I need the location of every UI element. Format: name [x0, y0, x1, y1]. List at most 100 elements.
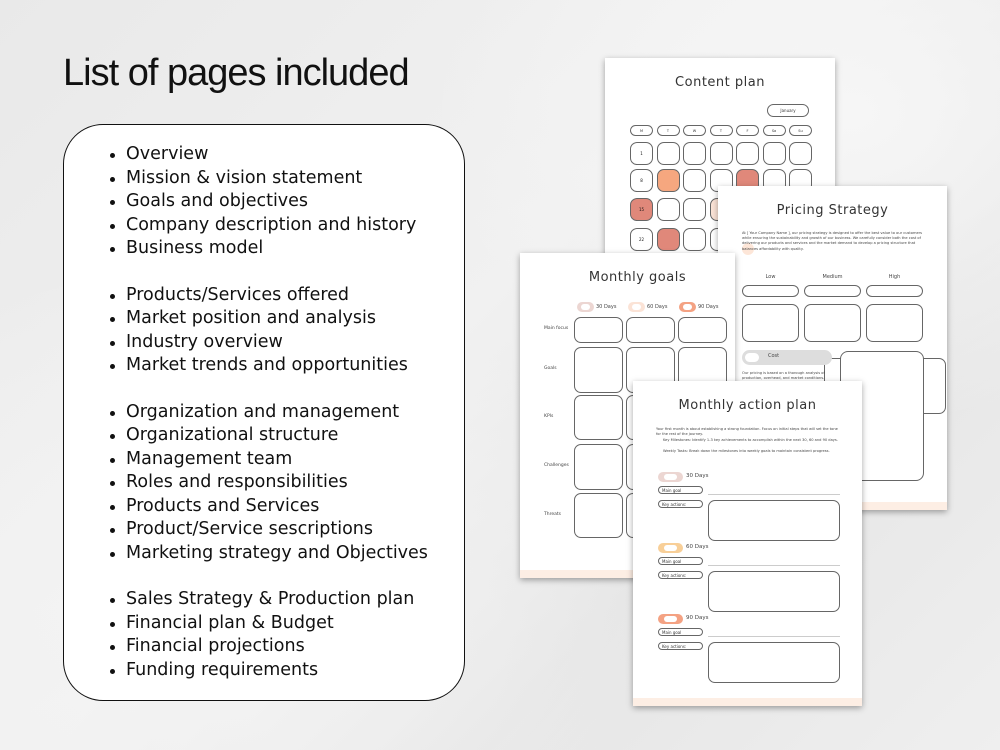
goal-line: [708, 565, 840, 566]
legend-label: 30 Days: [596, 304, 617, 310]
tier-box: [866, 304, 923, 342]
key-actions-pill: Key actions:: [658, 642, 703, 650]
calendar-cell: [709, 142, 733, 165]
section-swatch: [658, 472, 683, 482]
list-item: Products and Services: [110, 495, 464, 519]
section-label: 90 Days: [686, 615, 709, 621]
list-item: Products/Services offered: [110, 284, 464, 308]
tier-label: Low: [765, 274, 776, 280]
list-item: Organizational structure: [110, 424, 464, 448]
section-swatch: [658, 543, 683, 553]
list-item: Management team: [110, 448, 464, 472]
list-item: Overview: [110, 143, 464, 167]
goal-cell: [574, 347, 623, 393]
calendar-cell: 22: [630, 228, 653, 251]
tier-box: [742, 304, 799, 342]
key-actions-box: [708, 642, 840, 683]
day-header: F: [736, 125, 759, 136]
monthly-action-plan-page: Monthly action plan Your first month is …: [633, 381, 862, 706]
row-label: KPIs: [544, 413, 554, 419]
list-item: Financial plan & Budget: [110, 612, 464, 636]
circle-decoration: [742, 243, 754, 255]
swatch-inner: [683, 304, 692, 310]
day-header: T: [709, 125, 733, 136]
key-actions-box: [708, 571, 840, 612]
section-label: 60 Days: [686, 544, 709, 550]
legend-swatch: [577, 302, 594, 312]
day-header: T: [656, 125, 680, 136]
list-item: Goals and objectives: [110, 190, 464, 214]
calendar-cell: [683, 142, 706, 165]
list-item: Business model: [110, 237, 464, 261]
tier-pill: [742, 285, 799, 297]
pricing-text: At [ Your Company Name ], our pricing st…: [742, 231, 923, 251]
calendar-cell: [762, 142, 786, 165]
goal-cell: [574, 395, 623, 440]
list-item: Sales Strategy & Production plan: [110, 588, 464, 612]
main-goal-pill: Main goal: [658, 557, 703, 565]
calendar-cell: [656, 228, 680, 251]
list-item: Market trends and opportunities: [110, 354, 464, 378]
goal-cell: [626, 317, 675, 343]
calendar-cell: [683, 198, 706, 221]
swatch-inner: [581, 304, 590, 310]
cost-text: Our pricing is based on a thorough analy…: [742, 371, 825, 381]
calendar-cell: [736, 142, 759, 165]
tier-label: High: [888, 274, 901, 280]
calendar-cell: 8: [630, 169, 653, 192]
goal-cell: [574, 317, 623, 343]
page-title: List of pages included: [63, 52, 410, 94]
row-label: Threats: [544, 511, 561, 517]
calendar-cell: 1: [630, 142, 653, 165]
month-pill: January: [767, 104, 809, 117]
tier-pill: [866, 285, 923, 297]
row-label: Goals: [544, 366, 557, 371]
action-bullet-2: Weekly Tasks: Break down the milestones …: [663, 449, 830, 453]
calendar-cell: [656, 169, 680, 192]
swatch-inner: [632, 304, 641, 310]
main-goal-pill: Main goal: [658, 486, 703, 494]
list-item: Organization and management: [110, 401, 464, 425]
tier-box: [804, 304, 861, 342]
calendar-cell: [683, 169, 706, 192]
list-item: Mission & vision statement: [110, 167, 464, 191]
content-plan-title: Content plan: [675, 75, 765, 90]
list-item: Roles and responsibilities: [110, 471, 464, 495]
goal-line: [708, 636, 840, 637]
legend-label: 60 Days: [647, 304, 668, 310]
key-actions-pill: Key actions:: [658, 500, 703, 508]
goal-cell: [574, 444, 623, 490]
pricing-title: Pricing Strategy: [776, 203, 889, 218]
list-item: Market position and analysis: [110, 307, 464, 331]
swatch-inner: [664, 545, 677, 551]
goal-cell: [574, 493, 623, 538]
section-swatch: [658, 614, 683, 624]
swatch-inner: [664, 616, 677, 622]
action-title: Monthly action plan: [678, 398, 817, 413]
cost-label: Cost: [768, 353, 780, 359]
row-label: Challenges: [544, 463, 569, 468]
day-header: Sa: [762, 125, 786, 136]
list-item: Funding requirements: [110, 659, 464, 683]
action-intro: Your first month is about establishing a…: [656, 427, 838, 437]
calendar-cell: [789, 142, 812, 165]
day-header: Su: [789, 125, 812, 136]
list-item: Financial projections: [110, 635, 464, 659]
day-header: M: [630, 125, 653, 136]
section-label: 30 Days: [686, 473, 709, 479]
legend-swatch: [628, 302, 645, 312]
list-item: Industry overview: [110, 331, 464, 355]
swatch-inner: [664, 474, 677, 480]
tier-label: Medium: [822, 274, 843, 280]
key-actions-pill: Key actions:: [658, 571, 703, 579]
goals-title: Monthly goals: [588, 270, 687, 285]
cost-pill: Cost: [742, 350, 832, 365]
calendar-cell: [656, 198, 680, 221]
row-label: Main focus: [544, 326, 569, 331]
tier-pill: [804, 285, 861, 297]
